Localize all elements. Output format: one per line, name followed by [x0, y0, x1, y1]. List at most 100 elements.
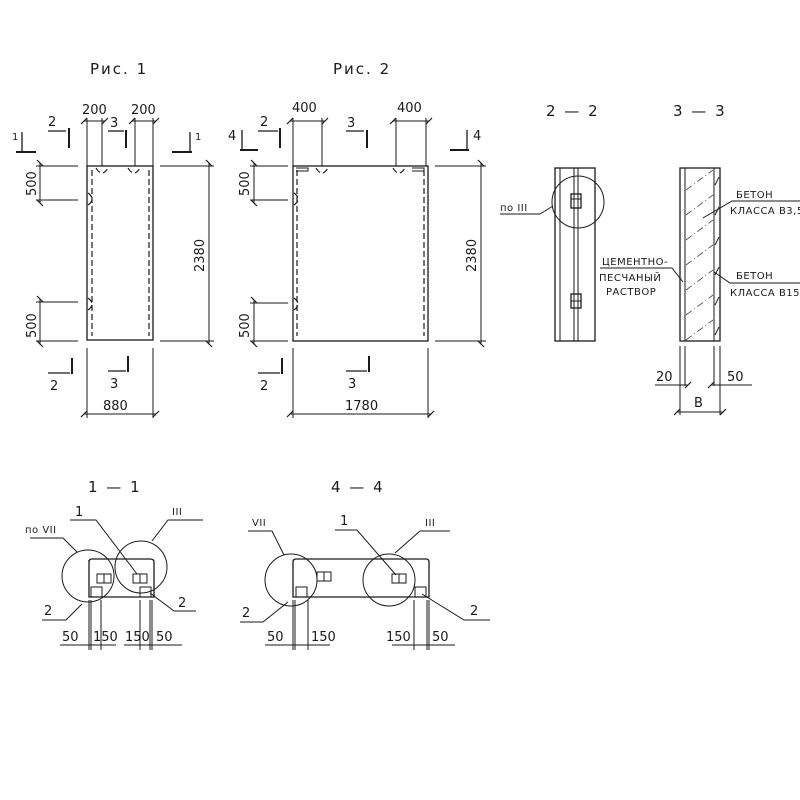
section-4-4-label-2-left: 2 [242, 606, 250, 621]
leader-1-1-left [30, 537, 78, 553]
figure-1: Рис. 1 200 200 2380 500 500 880 [12, 60, 214, 418]
section-4-4-dim-4: 50 [432, 630, 449, 645]
svg-text:3: 3 [110, 377, 118, 392]
figure-2-top-embeds [296, 167, 425, 172]
section-2-2-callout: по III [500, 203, 528, 214]
leader-concrete-bottom [713, 271, 800, 284]
section-2-2-embed-top [570, 193, 582, 209]
label-concrete-bottom-1: БЕТОН [736, 271, 773, 282]
section-3-3-title: 3 — 3 [673, 102, 727, 120]
figure-1-side-loops [87, 192, 93, 311]
section-3-3: 3 — 3 БЕТОН КЛАССА В3,5 БЕТОН КЛАССА В15 [599, 102, 800, 416]
section-2-2-title: 2 — 2 [546, 102, 600, 120]
label-concrete-bottom-2: КЛАССА В15 [730, 288, 800, 299]
figure-2-section-mark-2-top: 2 [258, 115, 281, 148]
svg-text:4: 4 [473, 129, 481, 144]
svg-text:3: 3 [110, 116, 118, 131]
section-2-2-detail-circle [551, 175, 605, 229]
svg-text:1: 1 [12, 132, 19, 143]
figure-2: Рис. 2 400 400 2380 500 500 178 [228, 60, 486, 418]
figure-2-lifting-loops [315, 167, 406, 174]
figure-1-dim-left-bottom: 500 [25, 313, 40, 338]
figure-1-section-mark-3-bottom: 3 [108, 356, 129, 392]
section-1-1-dim-4: 50 [156, 630, 173, 645]
section-4-4-dim-2: 150 [311, 630, 336, 645]
svg-text:2: 2 [48, 115, 56, 130]
figure-2-dim-height: 2380 [465, 239, 480, 272]
section-1-1-detail-circle-right [114, 540, 168, 594]
figure-2-dim-top-left: 400 [292, 101, 317, 116]
figure-2-dim-left-top: 500 [238, 171, 253, 196]
section-1-1-dim-2: 150 [93, 630, 118, 645]
figure-2-section-mark-2-bottom: 2 [258, 358, 283, 394]
section-2-2-panel [554, 167, 596, 342]
figure-1-dim-top-left: 200 [82, 103, 107, 118]
leader-1-1-right [151, 519, 203, 542]
leader-mortar [600, 267, 684, 283]
section-1-1-dim-3: 150 [125, 630, 150, 645]
figure-2-dim-top-right: 400 [397, 101, 422, 116]
figure-2-section-mark-4-left: 4 [228, 129, 258, 151]
section-1-1-detail-circle-left [61, 549, 115, 603]
section-1-1-plate-left [90, 586, 103, 598]
section-4-4-label-2-right: 2 [470, 604, 478, 619]
figure-2-dim-width: 1780 [345, 399, 378, 414]
figure-1-lifting-loops [95, 167, 141, 174]
section-3-3-hatching [685, 169, 720, 341]
section-4-4-detail-circle-left [264, 553, 318, 607]
leader-1-1-top [70, 519, 138, 575]
figure-2-panel [292, 165, 429, 342]
section-1-1-callout-right: III [172, 507, 182, 518]
section-4-4-callout-right: III [425, 518, 435, 529]
leader-4-4-right [394, 530, 450, 554]
figure-1-dim-height: 2380 [193, 239, 208, 272]
section-4-4-plate-right [414, 586, 427, 598]
section-1-1-dim-1: 50 [62, 630, 79, 645]
leader-concrete-top [702, 200, 800, 219]
figure-1-section-mark-2-bottom: 2 [48, 358, 73, 394]
section-4-4: 4 — 4 VII 1 III 2 2 50 150 150 50 [240, 478, 490, 650]
svg-text:3: 3 [348, 377, 356, 392]
figure-1-section-mark-2-top: 2 [48, 115, 70, 148]
section-1-1-label-2-right: 2 [178, 596, 186, 611]
figure-1-dim-width: 880 [103, 399, 128, 414]
figure-2-section-mark-3-top: 3 [346, 116, 368, 148]
section-2-2: 2 — 2 по III [500, 102, 605, 342]
svg-text:3: 3 [347, 116, 355, 131]
figure-1-dim-left-top: 500 [25, 171, 40, 196]
figure-2-section-mark-3-bottom: 3 [346, 356, 370, 392]
section-1-1-panel [88, 558, 155, 598]
leader-4-4-left [248, 530, 285, 556]
section-4-4-dim-3: 150 [386, 630, 411, 645]
section-1-1-label-2-left: 2 [44, 604, 52, 619]
section-2-2-leader [500, 205, 554, 215]
leader-4-4-top [335, 529, 397, 576]
figure-2-section-mark-4-right: 4 [450, 129, 481, 151]
figure-2-side-loops [293, 192, 299, 311]
section-1-1-title: 1 — 1 [88, 478, 142, 496]
section-4-4-callout-top: 1 [340, 514, 348, 529]
label-concrete-top-2: КЛАССА В3,5 [730, 206, 800, 217]
svg-text:2: 2 [260, 115, 268, 130]
figure-1-panel [86, 165, 154, 341]
leader-1-1-2-right [149, 592, 196, 612]
section-3-3-dim-width: В [694, 396, 703, 411]
figure-2-title: Рис. 2 [333, 60, 391, 78]
section-1-1: 1 — 1 по VII 1 III 2 2 50 150 150 50 [25, 478, 203, 650]
label-concrete-top-1: БЕТОН [736, 190, 773, 201]
section-1-1-callout-left: по VII [25, 525, 57, 536]
leader-4-4-2-right [421, 593, 490, 621]
svg-text:2: 2 [260, 379, 268, 394]
section-3-3-dim-right: 50 [727, 370, 744, 385]
leader-4-4-2-left [240, 601, 289, 623]
svg-text:1: 1 [195, 132, 202, 143]
label-mortar-2: ПЕСЧАНЫЙ [599, 271, 661, 284]
figure-1-title: Рис. 1 [90, 60, 148, 78]
leader-1-1-2-left [42, 603, 83, 621]
section-4-4-plate-left [295, 586, 308, 598]
section-1-1-callout-top: 1 [75, 505, 83, 520]
figure-1-dim-top-right: 200 [131, 103, 156, 118]
svg-text:2: 2 [50, 379, 58, 394]
section-4-4-panel [292, 558, 430, 598]
label-mortar-3: РАСТВОР [606, 287, 656, 298]
